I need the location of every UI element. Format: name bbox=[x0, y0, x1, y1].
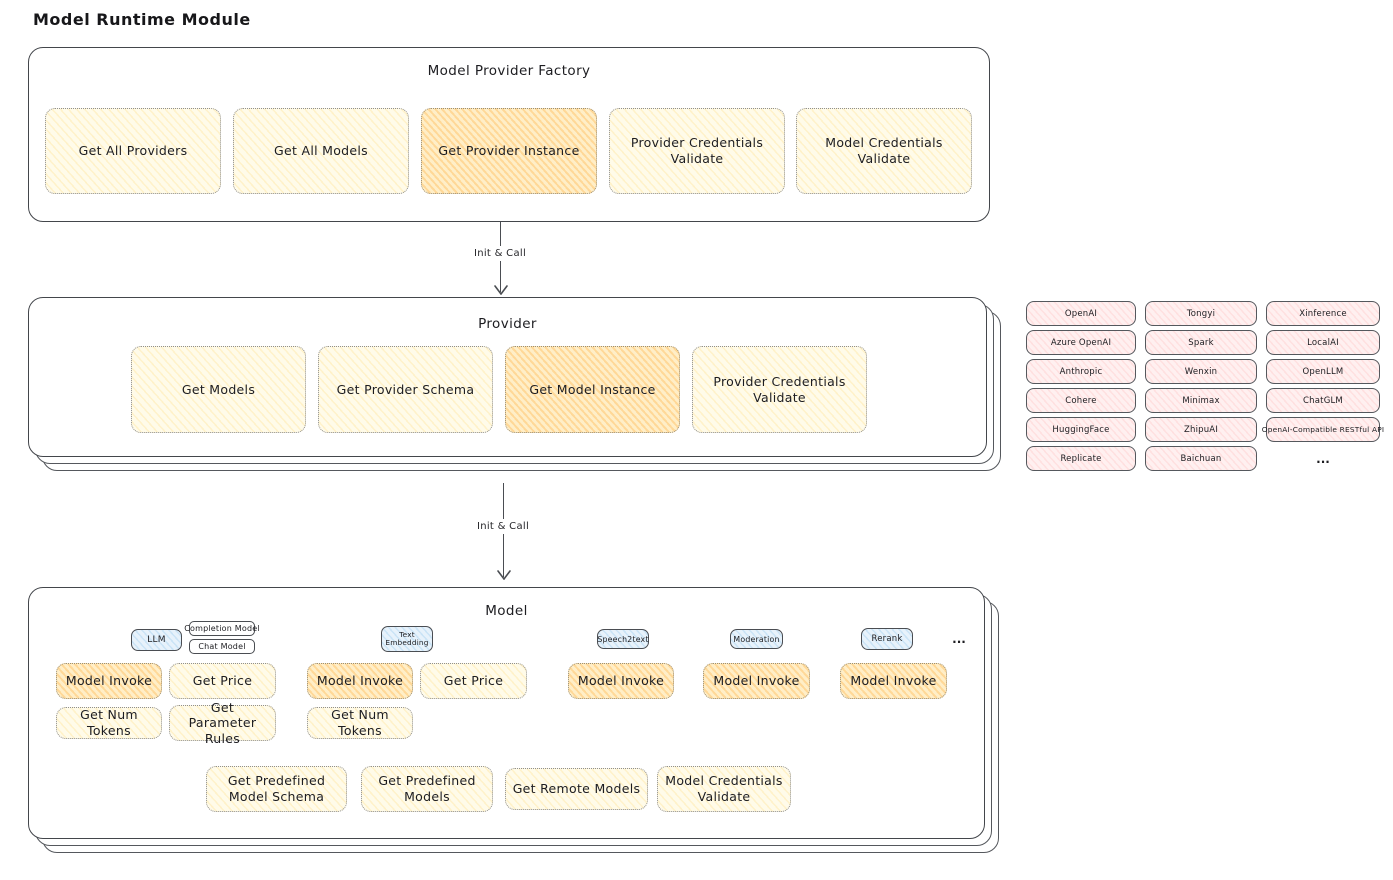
provider-button-get-provider-schema: Get Provider Schema bbox=[318, 346, 493, 433]
get-predefined-model-schema-button: Get Predefined Model Schema bbox=[206, 766, 347, 812]
type-chip-chat-model: Chat Model bbox=[189, 639, 255, 654]
model-credentials-validate-button: Model Credentials Validate bbox=[657, 766, 791, 812]
provider-chip-minimax: Minimax bbox=[1145, 388, 1257, 413]
get-predefined-models-button: Get Predefined Models bbox=[361, 766, 493, 812]
speech2text-model-invoke-button: Model Invoke bbox=[568, 663, 674, 699]
provider-box: Provider Get Models Get Provider Schema … bbox=[28, 297, 987, 457]
provider-chip-openllm: OpenLLM bbox=[1266, 359, 1380, 384]
provider-chip-localai: LocalAI bbox=[1266, 330, 1380, 355]
provider-chip-openai-compatible-restful-api: OpenAI-Compatible RESTful API bbox=[1262, 417, 1384, 442]
type-chip-moderation: Moderation bbox=[730, 629, 783, 649]
provider-chip-zhipuai: ZhipuAI bbox=[1145, 417, 1257, 442]
model-box: Model LLM Completion Model Chat Model Te… bbox=[28, 587, 985, 839]
factory-button-model-credentials-validate: Model Credentials Validate bbox=[796, 108, 972, 194]
type-chip-llm: LLM bbox=[131, 629, 182, 651]
text-embedding-model-invoke-button: Model Invoke bbox=[307, 663, 413, 699]
provider-chip-cohere: Cohere bbox=[1026, 388, 1136, 413]
provider-button-provider-credentials-validate: Provider Credentials Validate bbox=[692, 346, 867, 433]
provider-chip-spark: Spark bbox=[1145, 330, 1257, 355]
provider-chip-tongyi: Tongyi bbox=[1145, 301, 1257, 326]
provider-button-get-models: Get Models bbox=[131, 346, 306, 433]
llm-get-price-button: Get Price bbox=[169, 663, 276, 699]
provider-chip-wenxin: Wenxin bbox=[1145, 359, 1257, 384]
factory-button-provider-credentials-validate: Provider Credentials Validate bbox=[609, 108, 785, 194]
provider-chip-anthropic: Anthropic bbox=[1026, 359, 1136, 384]
model-box-title: Model bbox=[485, 603, 528, 619]
type-chip-rerank: Rerank bbox=[861, 628, 913, 650]
provider-button-get-model-instance: Get Model Instance bbox=[505, 346, 680, 433]
provider-chip-grid: OpenAI Tongyi Xinference Azure OpenAI Sp… bbox=[1026, 301, 1384, 471]
moderation-model-invoke-button: Model Invoke bbox=[703, 663, 810, 699]
llm-model-invoke-button: Model Invoke bbox=[56, 663, 162, 699]
arrow-head-icon bbox=[497, 570, 511, 580]
provider-chip-openai: OpenAI bbox=[1026, 301, 1136, 326]
provider-chip-xinference: Xinference bbox=[1266, 301, 1380, 326]
type-chip-completion-model: Completion Model bbox=[184, 621, 260, 636]
arrow-head-icon bbox=[494, 285, 508, 295]
provider-chip-replicate: Replicate bbox=[1026, 446, 1136, 471]
arrow-label: Init & Call bbox=[468, 246, 532, 261]
model-provider-factory-box: Model Provider Factory Get All Providers… bbox=[28, 47, 990, 222]
type-chip-text-embedding: Text Embedding bbox=[381, 626, 433, 652]
provider-list-ellipsis: ... bbox=[1316, 451, 1330, 466]
type-chip-speech2text: Speech2text bbox=[597, 629, 649, 649]
factory-button-get-all-models: Get All Models bbox=[233, 108, 409, 194]
provider-chip-azure-openai: Azure OpenAI bbox=[1026, 330, 1136, 355]
provider-chip-baichuan: Baichuan bbox=[1145, 446, 1257, 471]
text-embedding-get-num-tokens-button: Get Num Tokens bbox=[307, 707, 413, 739]
llm-get-num-tokens-button: Get Num Tokens bbox=[56, 707, 162, 739]
type-chips-ellipsis: ... bbox=[952, 632, 966, 646]
arrow-label: Init & Call bbox=[471, 519, 535, 534]
provider-chip-huggingface: HuggingFace bbox=[1026, 417, 1136, 442]
factory-button-get-provider-instance: Get Provider Instance bbox=[421, 108, 597, 194]
factory-button-get-all-providers: Get All Providers bbox=[45, 108, 221, 194]
text-embedding-get-price-button: Get Price bbox=[420, 663, 527, 699]
llm-get-parameter-rules-button: Get Parameter Rules bbox=[169, 700, 276, 746]
provider-box-title: Provider bbox=[478, 316, 537, 332]
get-remote-models-button: Get Remote Models bbox=[505, 768, 648, 810]
rerank-model-invoke-button: Model Invoke bbox=[840, 663, 947, 699]
provider-chip-chatglm: ChatGLM bbox=[1266, 388, 1380, 413]
factory-box-title: Model Provider Factory bbox=[427, 63, 591, 79]
page-title: Model Runtime Module bbox=[33, 10, 251, 29]
